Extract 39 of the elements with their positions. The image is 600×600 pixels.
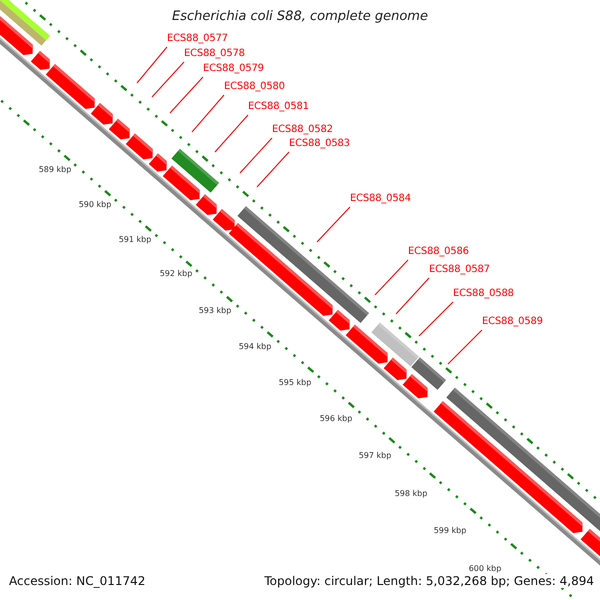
map-title: Escherichia coli S88, complete genome	[171, 9, 429, 24]
position-label: 597 kbp	[358, 451, 392, 461]
gene-label: ECS88_0579	[203, 63, 264, 75]
position-label: 593 kbp	[198, 306, 232, 316]
leader-line	[396, 278, 430, 314]
leader-line	[316, 206, 350, 242]
leader-line	[192, 94, 224, 132]
position-label: 592 kbp	[160, 269, 192, 279]
gene-label: ECS88_0578	[184, 48, 245, 60]
position-label: 600 kbp	[468, 564, 502, 574]
gene-label: ECS88_0589	[482, 316, 543, 328]
position-label: 590 kbp	[78, 200, 112, 210]
leader-line	[374, 260, 408, 296]
position-label: 594 kbp	[238, 342, 272, 352]
position-label: 591 kbp	[118, 235, 152, 245]
gene-label: ECS88_0583	[289, 138, 350, 150]
leader-line	[136, 46, 168, 84]
position-label: 596 kbp	[320, 414, 352, 424]
gene-label: ECS88_0584	[350, 193, 411, 205]
leader-line	[152, 62, 184, 98]
genome-summary: Topology: circular; Length: 5,032,268 bp; Genes: 4,894	[264, 574, 594, 588]
leader-line	[418, 302, 454, 336]
gene-label: ECS88_0577	[167, 33, 228, 45]
leader-line	[256, 152, 290, 188]
position-label: 589 kbp	[38, 165, 72, 175]
position-label: 598 kbp	[394, 489, 428, 499]
gene-label: ECS88_0581	[248, 101, 309, 113]
leader-line	[240, 138, 272, 174]
gene-label: ECS88_0582	[272, 124, 333, 136]
position-label: 595 kbp	[278, 378, 312, 388]
gene-label: ECS88_0586	[408, 246, 469, 258]
gene-label: ECS88_0588	[453, 288, 514, 300]
leader-line	[170, 76, 204, 114]
leader-line	[214, 114, 248, 152]
gene-label: ECS88_0587	[429, 264, 490, 276]
leader-line	[448, 330, 482, 364]
accession-label: Accession: NC_011742	[9, 574, 146, 588]
gene-label: ECS88_0580	[224, 81, 285, 93]
position-label: 599 kbp	[434, 526, 466, 536]
